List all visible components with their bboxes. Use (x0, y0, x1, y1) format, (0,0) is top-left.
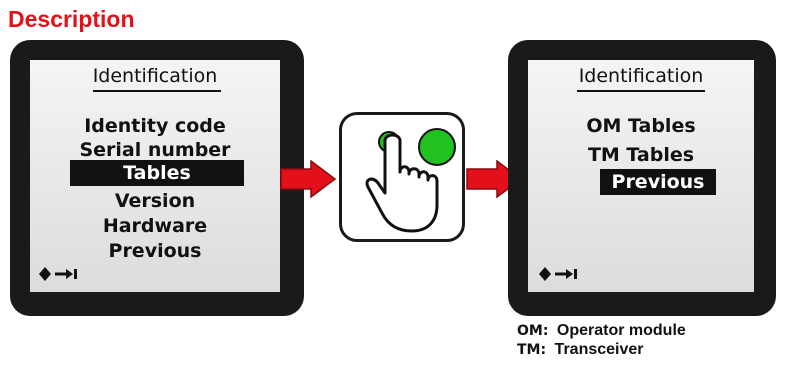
right-device-frame: Identification OM Tables TM Tables Previ… (508, 40, 776, 316)
right-title-underline (577, 90, 705, 92)
left-menu-item-version[interactable]: Version (114, 190, 196, 212)
right-menu-item-previous-label: Previous (611, 171, 705, 193)
left-device-screen: Identification Identity code Serial numb… (30, 60, 280, 292)
arrow-right-icon (280, 160, 337, 198)
hand-press-button-icon (365, 128, 456, 233)
left-title-underline (93, 90, 221, 92)
page-heading: Description (8, 6, 135, 32)
left-menu-item-tables-label: Tables (123, 162, 191, 184)
left-screen-title: Identification (92, 65, 218, 87)
left-menu-item-tables-selected[interactable]: Tables (70, 160, 244, 186)
left-menu-item-identity-code[interactable]: Identity code (84, 115, 226, 137)
left-menu-item-hardware[interactable]: Hardware (102, 215, 208, 237)
right-menu-item-om-tables[interactable]: OM Tables (586, 115, 696, 137)
press-button-action-box (339, 112, 465, 242)
right-screen-title: Identification (578, 65, 704, 87)
right-menu-item-previous-selected[interactable]: Previous (600, 169, 716, 195)
diamond-arrow-icon (539, 267, 577, 281)
legend-om-text: Operator module (556, 322, 686, 339)
diamond-arrow-icon (39, 267, 77, 281)
left-menu-item-previous[interactable]: Previous (108, 240, 202, 262)
right-menu-item-tm-tables[interactable]: TM Tables (587, 144, 695, 166)
right-device-screen: Identification OM Tables TM Tables Previ… (528, 60, 754, 292)
legend-om-abbr: OM: (517, 323, 549, 339)
left-device-frame: Identification Identity code Serial numb… (10, 40, 304, 316)
legend-om: OM: Operator module (517, 322, 686, 340)
legend-tm-abbr: TM: (517, 342, 547, 358)
left-menu-item-serial-number[interactable]: Serial number (79, 139, 231, 161)
legend-tm: TM: Transceiver (517, 341, 644, 359)
legend-tm-text: Transceiver (554, 341, 644, 358)
